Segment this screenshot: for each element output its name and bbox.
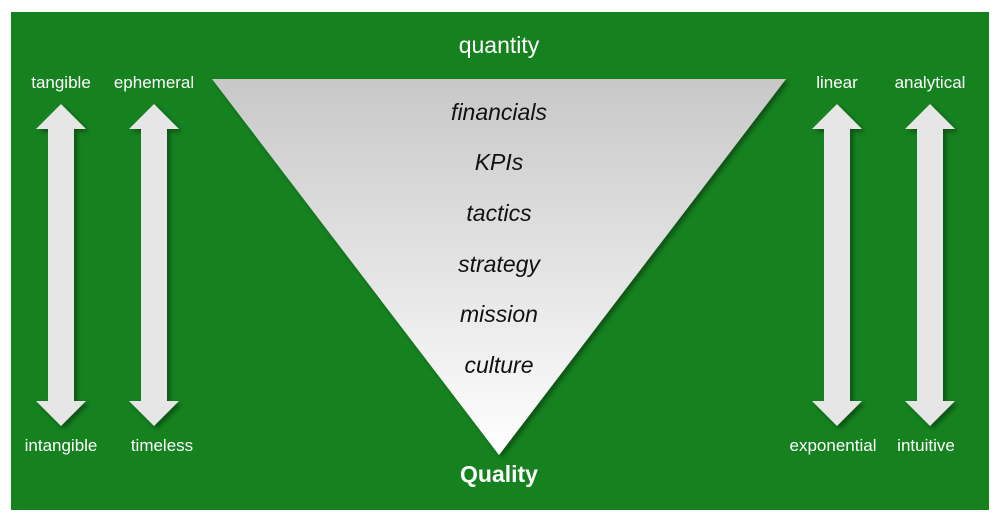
bottom-label-quality: Quality bbox=[460, 461, 538, 487]
double-arrow-linear-exponential bbox=[812, 104, 862, 426]
arrow-bottom-label-intuitive: intuitive bbox=[897, 436, 955, 455]
double-arrow-analytical-intuitive bbox=[905, 104, 955, 426]
arrow-top-label-tangible: tangible bbox=[31, 73, 91, 92]
inverted-triangle bbox=[212, 79, 786, 455]
layer-mission: mission bbox=[460, 301, 538, 327]
layer-financials: financials bbox=[451, 99, 547, 125]
arrow-bottom-label-intangible: intangible bbox=[24, 436, 98, 455]
layer-strategy: strategy bbox=[458, 251, 540, 277]
double-arrow-tangible-intangible bbox=[36, 104, 86, 426]
layer-kpis: KPIs bbox=[474, 149, 524, 175]
double-arrow-ephemeral-timeless bbox=[129, 104, 179, 426]
layer-culture: culture bbox=[464, 352, 534, 378]
arrow-bottom-label-timeless: timeless bbox=[130, 436, 194, 455]
arrow-top-label-ephemeral: ephemeral bbox=[113, 73, 195, 92]
arrow-bottom-label-exponential: exponential bbox=[789, 436, 877, 455]
top-label-quantity: quantity bbox=[458, 32, 540, 58]
arrow-top-label-analytical: analytical bbox=[894, 73, 966, 92]
layer-tactics: tactics bbox=[466, 200, 532, 226]
arrow-top-label-linear: linear bbox=[816, 73, 858, 92]
